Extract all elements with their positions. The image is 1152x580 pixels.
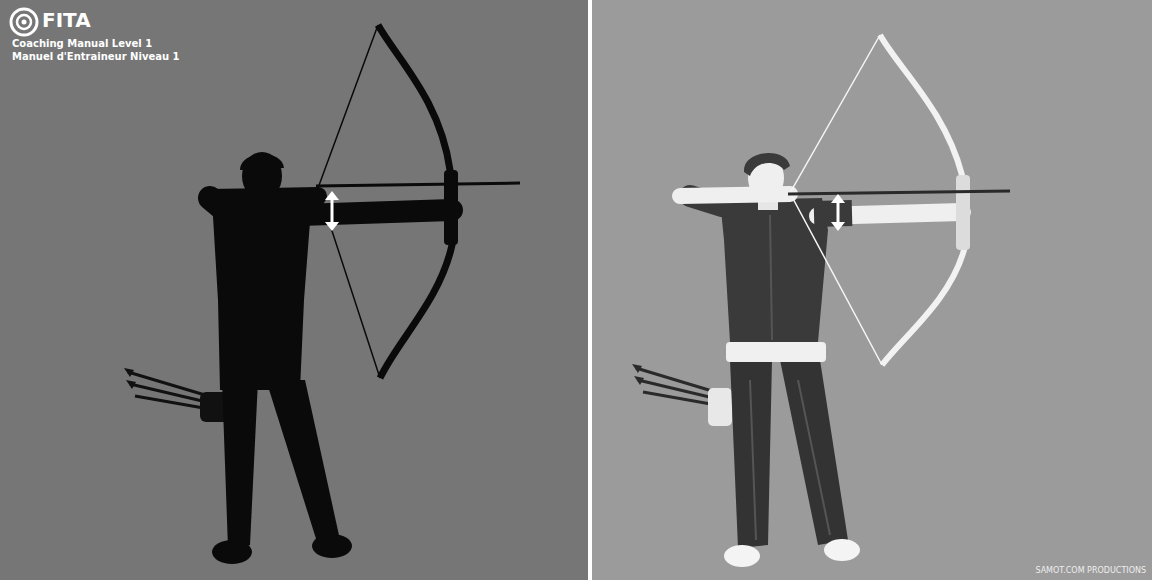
left-panel — [0, 0, 590, 580]
fita-logo — [11, 9, 37, 35]
right-panel — [590, 0, 1152, 580]
manual-title-french: Manuel d'Entraineur Niveau 1 — [12, 51, 180, 62]
illustrated-archer — [632, 35, 1010, 567]
panel-divider — [588, 0, 592, 580]
silhouette-archer — [124, 25, 520, 564]
watermark: SAMOT.COM PRODUCTIONS — [1035, 566, 1146, 575]
logo-text: FITA — [42, 8, 91, 32]
manual-title: Coaching Manual Level 1 — [12, 38, 152, 49]
